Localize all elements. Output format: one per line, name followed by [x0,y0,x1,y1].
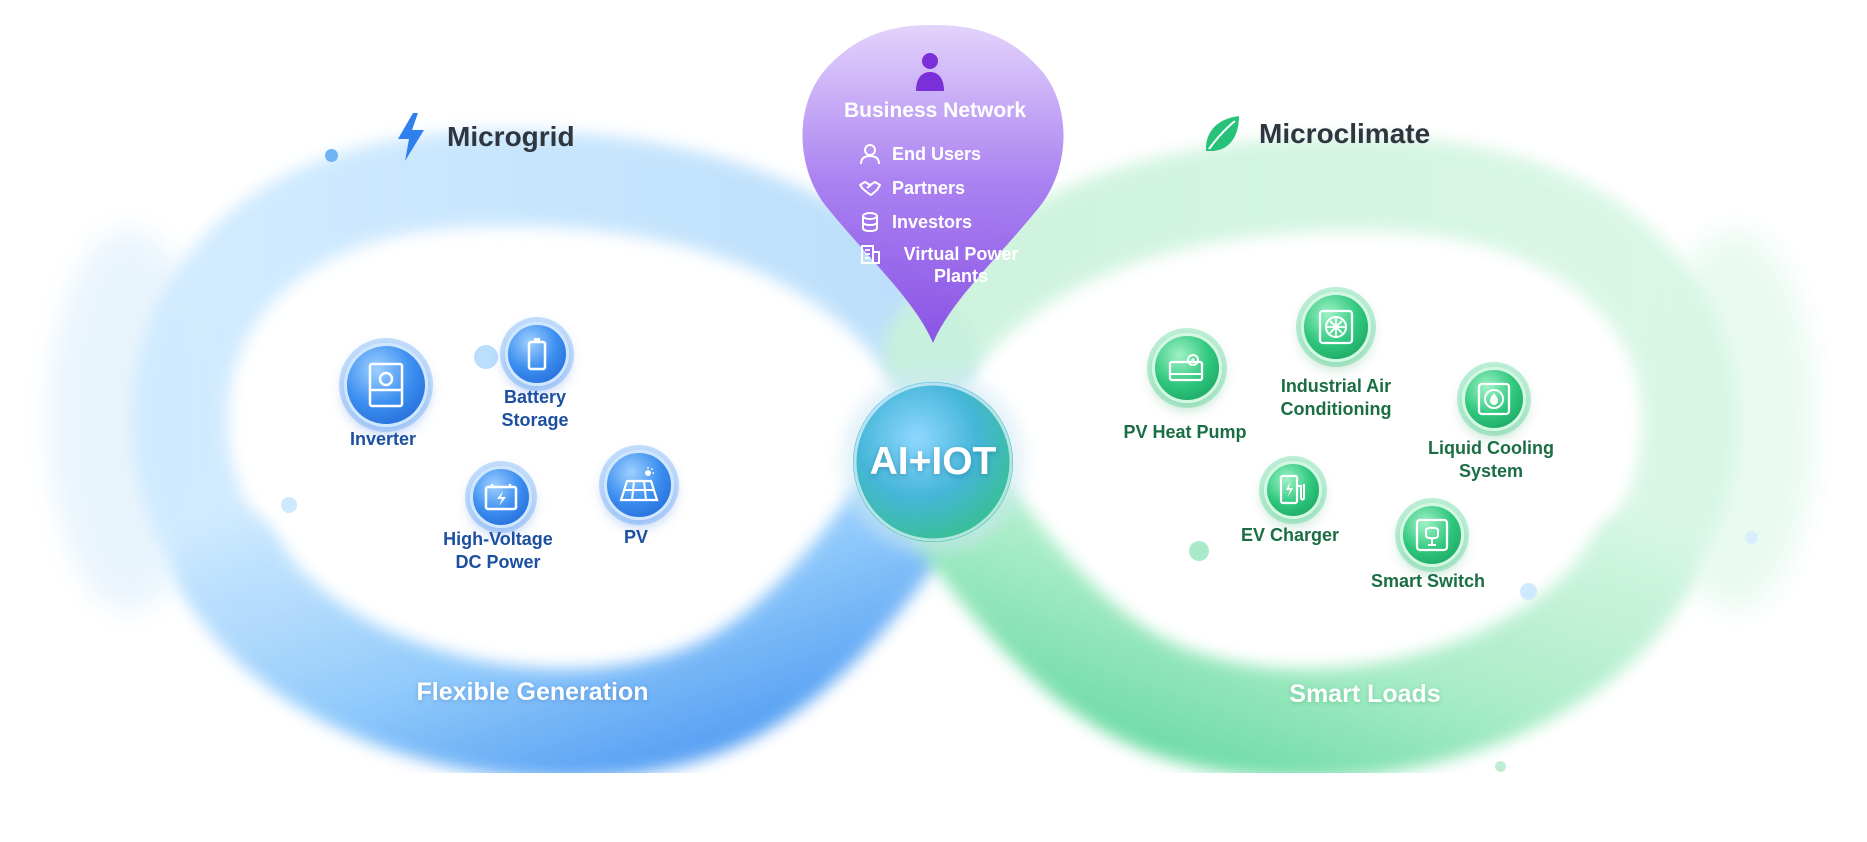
building-icon [861,245,880,264]
smart-switch-node[interactable] [1400,503,1464,567]
dc-power-icon [484,484,518,511]
inverter-label: Inverter [349,429,417,449]
ev-charger-icon [1279,474,1305,505]
bn-item-partners: Partners [859,177,965,199]
high-voltage-dc-node[interactable] [470,466,532,528]
liquid-cooling-icon [1477,382,1511,416]
person-icon [916,53,944,91]
decor-bubble [281,497,297,513]
decor-bubble [1520,583,1537,600]
bn-item-end-users: End Users [859,143,981,165]
inverter-icon [368,362,404,408]
decor-bubble [474,345,498,369]
decor-bubble [325,149,338,162]
coins-icon [862,212,878,233]
pv-label: PV [623,527,648,547]
heat-pump-icon [1168,354,1204,382]
flexible-generation-label: Flexible Generation [416,678,649,706]
smart-loads-label: Smart Loads [1289,680,1441,708]
pv-heat-pump-node[interactable] [1152,333,1222,403]
microclimate-title: Microclimate [1259,118,1431,149]
industrial-ac-node[interactable] [1301,292,1371,362]
bn-item-label: Virtual Power Plants [903,244,1019,286]
smart-switch-icon [1415,518,1449,552]
industrial-ac-label: Industrial Air Conditioning [1280,376,1392,419]
user-outline-icon [860,144,880,165]
air-conditioning-icon [1318,309,1354,345]
battery-storage-node[interactable] [505,322,569,386]
lightning-bolt-icon [398,113,424,161]
pv-heat-pump-label: PV Heat Pump [1123,422,1247,442]
decor-bubble [1745,531,1758,544]
handshake-icon [859,181,881,196]
leaf-icon [1205,116,1239,152]
bn-item-label: Investors [892,211,973,232]
high-voltage-dc-label: High-Voltage DC Power [443,529,553,572]
liquid-cooling-label: Liquid Cooling System [1428,438,1554,481]
decor-bubble [1495,761,1506,772]
pv-node[interactable] [604,450,674,520]
bn-item-investors: Investors [859,211,972,233]
ev-charger-node[interactable] [1264,461,1322,519]
smart-switch-label: Smart Switch [1370,571,1486,591]
liquid-cooling-node[interactable] [1462,367,1526,431]
microclimate-heading: Microclimate [1203,114,1430,154]
bn-item-label: Partners [892,177,966,198]
bn-item-label: End Users [892,143,982,164]
ev-charger-label: EV Charger [1240,525,1340,545]
solar-panel-icon [619,467,659,502]
battery-storage-label: Battery Storage [501,387,569,430]
microgrid-heading: Microgrid [395,112,575,162]
battery-icon [527,338,547,371]
center-label: AI+IOT [869,440,997,483]
business-network-title: Business Network [843,99,1027,122]
microgrid-title: Microgrid [447,121,575,152]
decor-bubble [1189,541,1209,561]
inverter-node[interactable] [344,343,428,427]
